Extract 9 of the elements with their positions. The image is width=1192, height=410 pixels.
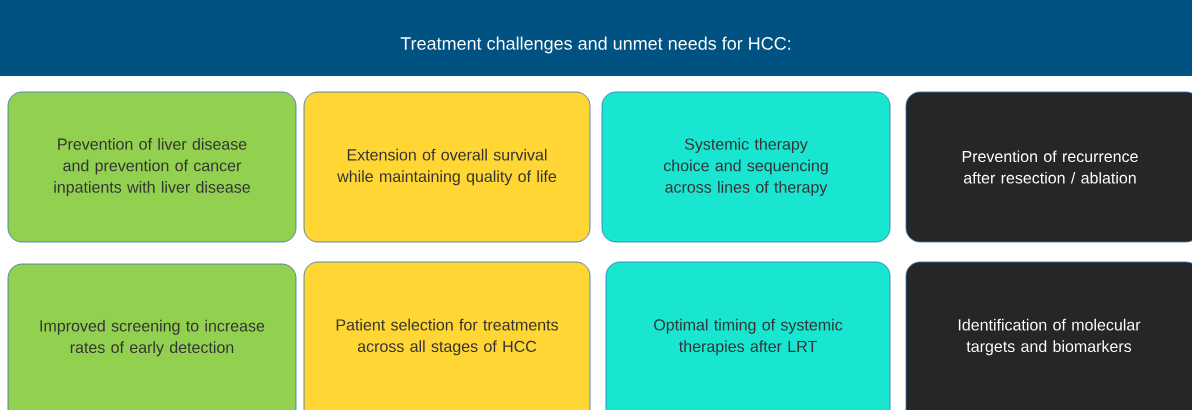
challenge-box: Prevention of liver disease and prevention of cancer inpatients with liver disease (7, 91, 297, 243)
challenge-box: Optimal timing of systemic therapies after LRT (605, 261, 891, 410)
challenge-box: Extension of overall survival while maintaining quality of life (303, 91, 591, 243)
title-band: Treatment challenges and unmet needs for HCC: (0, 0, 1192, 76)
challenge-box: Identification of molecular targets and biomarkers (905, 261, 1192, 410)
challenge-box: Prevention of recurrence after resection / ablation (905, 91, 1192, 243)
challenge-box: Patient selection for treatments across all stages of HCC (303, 261, 591, 410)
challenge-box: Improved screening to increase rates of early detection (7, 263, 297, 410)
challenge-box: Systemic therapy choice and sequencing across lines of therapy (601, 91, 891, 243)
